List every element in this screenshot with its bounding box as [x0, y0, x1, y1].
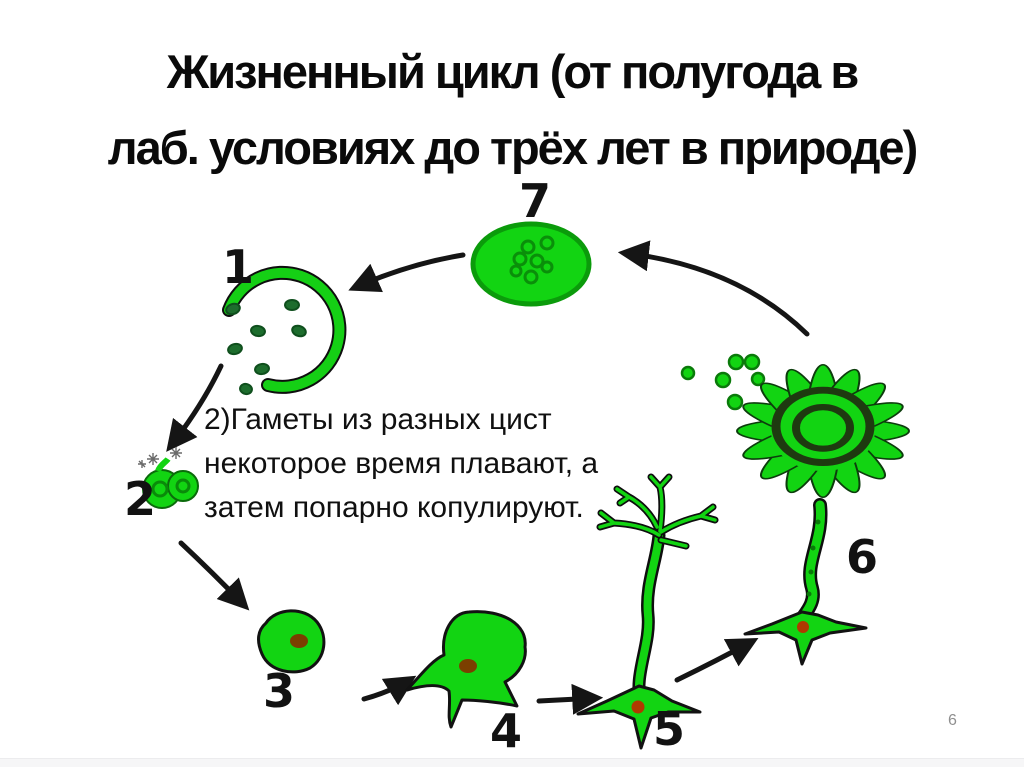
rhizoid-base — [576, 684, 702, 750]
stage-number-1: 1 — [222, 240, 255, 294]
umbrella-cap-icon — [736, 364, 910, 498]
released-cyst-dots — [680, 353, 766, 411]
arrow-6-to-7 — [617, 240, 810, 337]
arrow-2-to-3 — [178, 540, 250, 611]
nucleus-dot — [459, 659, 477, 673]
stage-4-attached-germling-icon — [405, 610, 527, 729]
stage-3-zygote-cell-icon — [257, 609, 326, 674]
stage-number-7: 7 — [519, 174, 552, 228]
stage-number-2: 2 — [124, 472, 157, 526]
stage-number-4: 4 — [490, 704, 523, 758]
slide-page-number: 6 — [948, 712, 957, 729]
slide-title-line-1: Жизненный цикл (от полугода в — [166, 45, 859, 98]
gamete-dots — [225, 299, 307, 396]
whorl-branches — [598, 475, 717, 548]
flagella-icon — [138, 447, 182, 468]
nucleus-dot — [290, 634, 308, 648]
annotation-line-3: затем попарно копулируют. — [204, 491, 584, 524]
annotation-line-2: некоторое время плавают, а — [204, 447, 599, 480]
rhizoid-dot — [631, 700, 645, 714]
annotation-line-1: 2)Гаметы из разных цист — [204, 403, 552, 436]
slide-title-line-2: лаб. условиях до трёх лет в природе) — [107, 121, 918, 174]
slide-footer-strip — [0, 758, 1024, 767]
stage-number-5: 5 — [653, 702, 686, 756]
stage-number-6: 6 — [846, 530, 879, 584]
arrow-1-to-2 — [166, 363, 224, 452]
stage-number-3: 3 — [263, 664, 296, 718]
arrow-3-to-4 — [361, 675, 417, 706]
stage-6-mature-alga-icon — [680, 353, 910, 666]
cycle-arrows — [166, 240, 810, 715]
arrow-4-to-5 — [536, 683, 604, 715]
stage-7-cyst-with-spores-icon — [470, 221, 592, 307]
arrow-5-to-6 — [674, 638, 759, 683]
stage-1-open-cyst-icon — [222, 265, 347, 396]
arrow-7-to-1 — [348, 252, 466, 293]
gametes-annotation: 2)Гаметы из разных цист некоторое время … — [204, 398, 674, 530]
rhizoid-dot — [797, 621, 809, 633]
stage-5-stalk-with-whorls-icon — [576, 473, 719, 750]
slide-title: Жизненный цикл (от полугода в лаб. услов… — [0, 34, 1024, 186]
rhizoid-base — [743, 610, 868, 666]
stage-2-copulating-gametes-icon — [138, 447, 199, 509]
stalk-dots — [806, 519, 821, 597]
